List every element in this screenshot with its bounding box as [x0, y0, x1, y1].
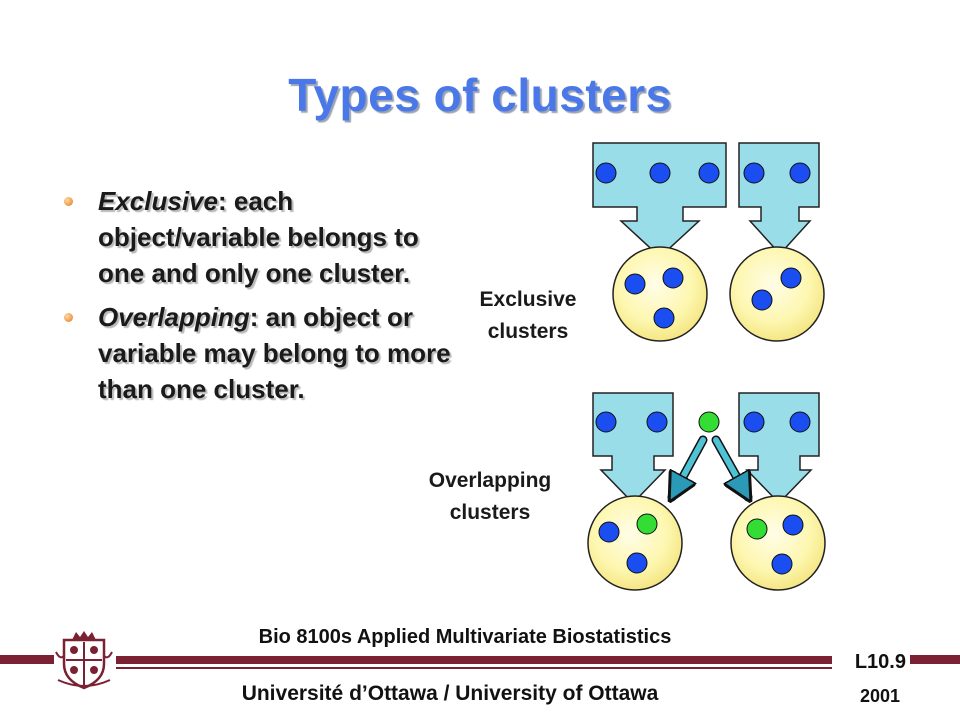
university-crest-icon	[55, 631, 113, 690]
bullet-list: Exclusive: each object/variable belongs …	[60, 183, 460, 415]
dot-blue	[624, 273, 646, 295]
dot-blue	[771, 553, 793, 575]
source-box-right	[738, 142, 820, 256]
bullet-dot-icon	[64, 197, 73, 206]
dot-blue	[653, 307, 675, 329]
footer-university: Université d’Ottawa / University of Otta…	[241, 682, 659, 705]
source-box-left	[592, 142, 727, 259]
source-box-right	[738, 392, 820, 505]
dot-blue	[626, 552, 648, 574]
slide-number: L10.9	[854, 651, 906, 673]
overlapping-label: Overlapping	[429, 469, 552, 492]
overlapping-group: Overlapping clusters	[429, 392, 826, 591]
dot-green	[746, 518, 768, 540]
dot-green	[636, 513, 658, 535]
bullet-exclusive: Exclusive: each object/variable belongs …	[60, 183, 460, 291]
source-box-left	[592, 392, 674, 505]
footer-course-title: Bio 8100s Applied Multivariate Biostatis…	[258, 626, 672, 648]
arrow-left-icon	[672, 437, 706, 497]
exclusive-label: Exclusive	[480, 288, 577, 311]
bullet-term: Exclusive	[98, 186, 218, 216]
dot-blue	[649, 162, 671, 184]
bullet-dot-icon	[64, 313, 73, 322]
arrow-right-icon	[713, 437, 748, 497]
dot-blue	[789, 162, 811, 184]
dot-blue	[595, 411, 617, 433]
dot-blue	[595, 162, 617, 184]
bullet-text: : each object/variable belongs to one an…	[98, 186, 419, 288]
slide-title: Types of clusters	[288, 69, 672, 121]
overlapping-label: clusters	[450, 501, 531, 524]
dot-blue	[782, 514, 804, 536]
dot-green-shared	[698, 411, 720, 433]
cluster-circle	[730, 495, 826, 591]
dot-blue	[743, 411, 765, 433]
footer-rule	[116, 667, 832, 669]
bullet-overlapping: Overlapping: an object or variable may b…	[60, 299, 460, 407]
dot-blue	[646, 411, 668, 433]
footer-rule	[910, 655, 960, 664]
cluster-circle	[729, 246, 825, 342]
exclusive-group: Exclusive clusters	[480, 142, 825, 343]
dot-blue	[698, 162, 720, 184]
footer-rule	[0, 655, 54, 664]
exclusive-label: clusters	[488, 320, 569, 343]
dot-blue	[662, 267, 684, 289]
dot-blue	[743, 162, 765, 184]
cluster-circle	[612, 246, 708, 342]
dot-blue	[751, 289, 773, 311]
bullet-text: : an object or variable may belong to mo…	[98, 302, 451, 404]
bullet-term: Overlapping	[98, 302, 250, 332]
dot-blue	[598, 521, 620, 543]
footer-rule	[116, 656, 832, 664]
dot-blue	[789, 411, 811, 433]
cluster-circle	[587, 495, 683, 591]
dot-blue	[780, 267, 802, 289]
footer-year: 2001	[859, 686, 900, 706]
